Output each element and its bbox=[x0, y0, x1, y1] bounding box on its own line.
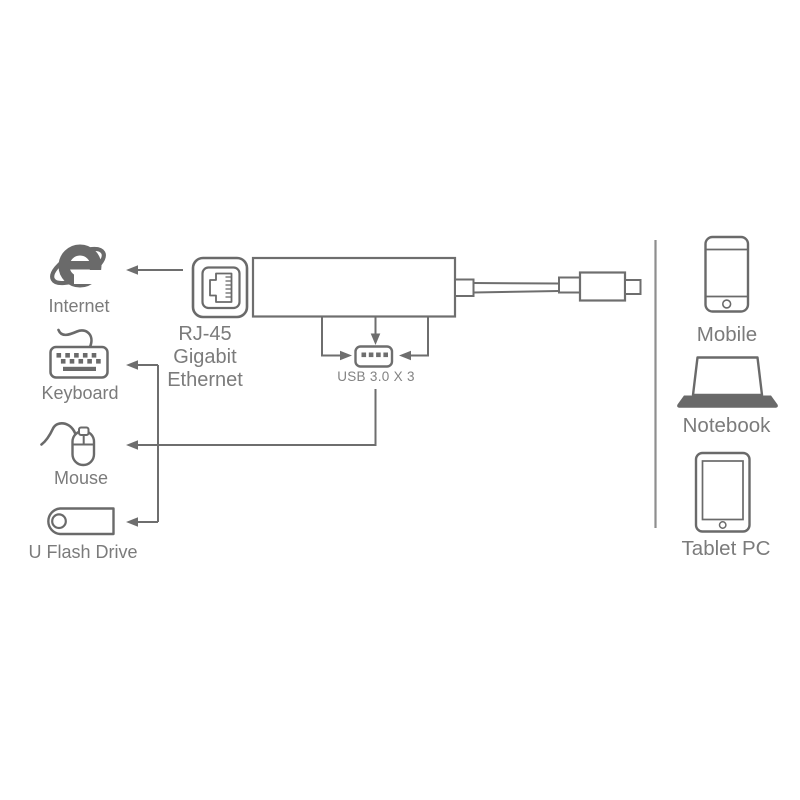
usb-port-label: USB 3.0 X 3 bbox=[337, 369, 415, 384]
connector-arrows bbox=[126, 265, 429, 527]
notebook-label: Notebook bbox=[682, 414, 771, 437]
rj45-label-line2: Gigabit bbox=[173, 346, 237, 368]
arrow-to-flash-drive bbox=[126, 517, 158, 527]
mobile-phone-icon bbox=[704, 235, 750, 313]
tablet-pc-label: Tablet PC bbox=[681, 537, 771, 560]
arrow-to-mouse bbox=[126, 389, 377, 450]
arrow-to-keyboard bbox=[126, 360, 158, 370]
usb-flash-drive-icon bbox=[47, 507, 115, 536]
keyboard-label: Keyboard bbox=[41, 383, 119, 403]
arrow-to-internet bbox=[126, 265, 183, 275]
usb-hub-body bbox=[251, 256, 457, 318]
flash-drive-label: U Flash Drive bbox=[28, 542, 138, 562]
arrow-hub-usb-center bbox=[370, 316, 381, 345]
mouse-icon bbox=[40, 422, 96, 467]
rj45-port-icon bbox=[191, 256, 249, 319]
mouse-label: Mouse bbox=[53, 468, 109, 488]
usb-c-cable-connector bbox=[454, 271, 642, 302]
tablet-icon bbox=[694, 451, 751, 533]
internet-explorer-icon bbox=[50, 244, 106, 288]
mobile-label: Mobile bbox=[696, 323, 758, 346]
notebook-icon bbox=[677, 356, 778, 408]
internet-label: Internet bbox=[48, 296, 110, 316]
keyboard-icon bbox=[49, 328, 109, 379]
arrow-hub-usb-left bbox=[321, 316, 352, 361]
rj45-ethernet-label: RJ-45 Gigabit Ethernet bbox=[167, 323, 243, 392]
rj45-label-line3: Ethernet bbox=[167, 369, 243, 391]
usb-port-icon bbox=[354, 345, 394, 368]
rj45-label-line1: RJ-45 bbox=[178, 323, 232, 345]
arrow-hub-usb-right bbox=[399, 316, 429, 361]
